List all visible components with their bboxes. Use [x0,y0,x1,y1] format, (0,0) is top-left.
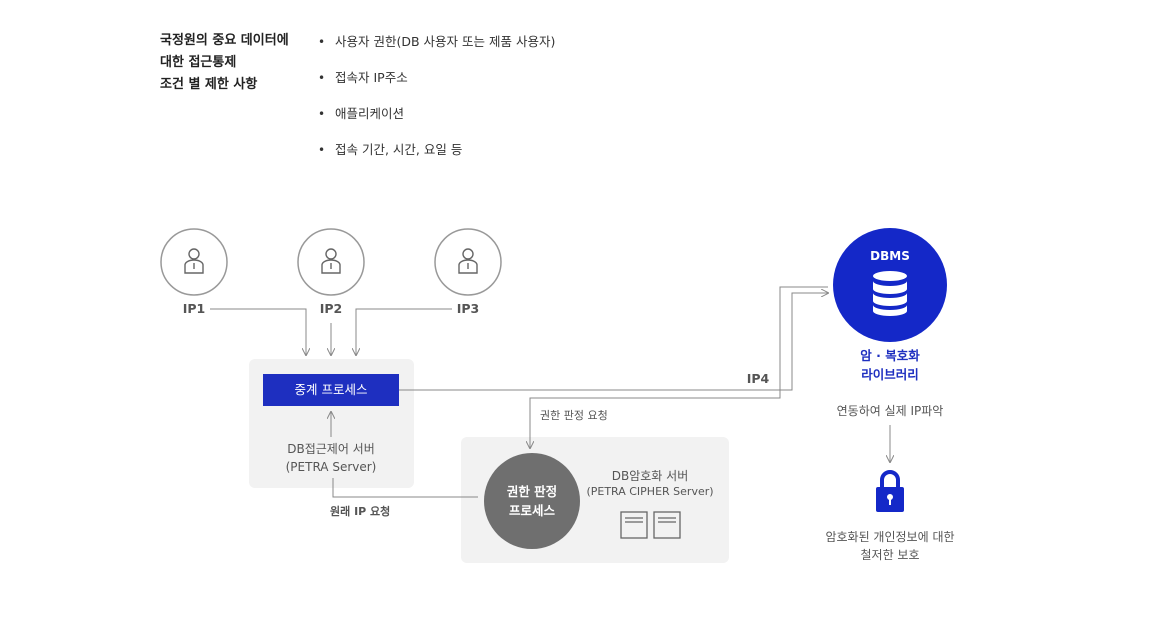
access-server-name: DB접근제어 서버 [287,442,375,456]
condition-item: 접속 기간, 시간, 요일 등 [318,138,555,162]
ip-connectors [210,308,452,355]
judge-process-line2: 프로세스 [508,503,555,518]
link-text: 연동하여 실제 IP파악 [836,404,944,418]
protect-line1: 암호화된 개인정보에 대한 [825,530,955,544]
user-ip2 [297,228,365,296]
user-icon [184,248,204,274]
library-line1: 암 · 복호화 [860,348,920,363]
document-icon [620,511,648,539]
dbms-circle [833,228,947,342]
user-ip1 [160,228,228,296]
relay-process-box: 중계 프로세스 [263,374,399,406]
user-icon [458,248,478,274]
protect-line2: 철저한 보호 [860,548,920,562]
auth-request-label: 권한 판정 요청 [540,409,608,422]
library-line2: 라이브러리 [861,367,919,382]
auth-request-connector [530,286,828,448]
database-icon [873,271,907,316]
user-icon [321,248,341,274]
original-ip-request-label: 원래 IP 요청 [330,505,391,518]
ip1-label: IP1 [182,301,206,316]
condition-list: 사용자 권한(DB 사용자 또는 제품 사용자) 접속자 IP주소 애플리케이션… [318,30,555,174]
judge-process-circle [484,453,580,549]
crypto-server-product: (PETRA CIPHER Server) [586,485,714,498]
user-ip3 [434,228,502,296]
condition-item: 사용자 권한(DB 사용자 또는 제품 사용자) [318,30,555,54]
ip3-label: IP3 [456,301,480,316]
ip4-connector [399,293,828,391]
condition-item: 접속자 IP주소 [318,66,555,90]
condition-item: 애플리케이션 [318,102,555,126]
crypto-server-name: DB암호화 서버 [611,469,689,483]
access-server-product: (PETRA Server) [285,460,377,474]
dbms-label: DBMS [870,249,910,263]
ip2-label: IP2 [319,301,343,316]
intro-heading: 국정원의 중요 데이터에 대한 접근통제 조건 별 제한 사항 [160,33,289,92]
ip4-label: IP4 [746,371,770,386]
lock-icon [876,470,904,512]
document-icon [653,511,681,539]
judge-process-line1: 권한 판정 [506,484,558,499]
original-ip-connector [332,478,478,498]
